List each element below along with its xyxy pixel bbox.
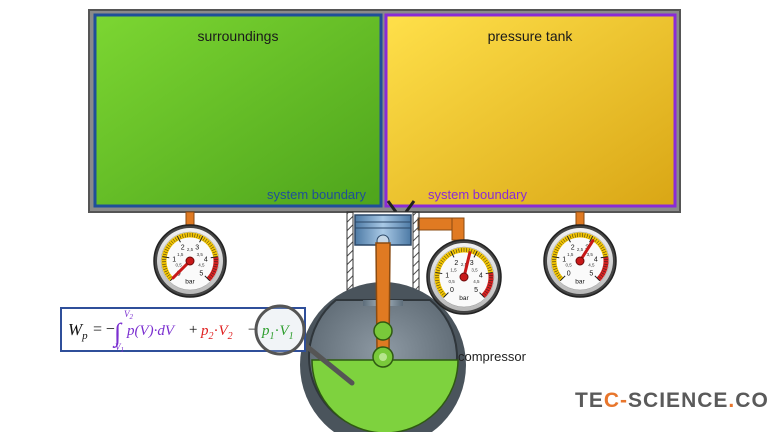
system-boundary-label-right: system boundary (428, 187, 527, 202)
gauge-subtick-label: 1,5 (177, 252, 184, 257)
gauge-subtick-label: 0,5 (565, 263, 572, 268)
surroundings-label: surroundings (198, 28, 279, 44)
formula-v2-sub: 2 (228, 331, 233, 342)
gauge-compressor: 0 12 34 5 0,5 1,5 2,53,5 4,5 bar (426, 239, 502, 315)
gauge-tick-label: 1 (445, 272, 449, 279)
formula-p2: p (200, 323, 209, 339)
formula-dot-3: · (275, 323, 280, 339)
formula-p1-sub: 1 (270, 331, 275, 342)
formula-minus-1: − (105, 321, 116, 338)
pressure-gauges: 0123450,51,52,53,54,5bar0123450,51,52,53… (153, 224, 617, 315)
formula-p1: p (261, 323, 270, 339)
connecting-rod (372, 242, 394, 368)
gauge-subtick-label: 2,5 (187, 247, 194, 252)
svg-text:Wp: Wp (68, 320, 88, 342)
svg-text:TEC-SCIENCE.COM: TEC-SCIENCE.COM (575, 389, 768, 412)
formula-v1: V (280, 323, 291, 339)
formula-w-sub: p (81, 330, 88, 342)
gauge-unit: bar (459, 295, 469, 302)
formula-w: W (68, 320, 84, 339)
pressure-tank-box (384, 13, 677, 208)
formula-v1-sub: 1 (289, 331, 294, 342)
gauge-unit: bar (575, 278, 585, 285)
gauge-stem-right (575, 211, 585, 227)
gauge-tick-label: 1 (172, 256, 176, 263)
work-formula: Wp =− ∫ V2 V1 p(V)·dV + p2·V2 − p1·V1 (60, 304, 306, 356)
gauge-subtick-label: 3,5 (197, 252, 204, 257)
formula-int-upper-sub: 2 (130, 313, 134, 321)
gauge-tick-label: 4 (204, 256, 208, 263)
gauge-tick-label: 5 (589, 270, 593, 277)
formula-int-upper: V (124, 309, 131, 319)
gauge-tick-label: 5 (474, 287, 478, 294)
svg-text:p1·V1: p1·V1 (261, 323, 294, 342)
gauge-tick-label: 1 (562, 256, 566, 263)
svg-text:=−: =− (92, 321, 116, 338)
formula-equals: = (92, 321, 103, 338)
gauge-unit: bar (185, 278, 195, 285)
surroundings-box (93, 13, 383, 208)
gauge-subtick-label: 3,5 (471, 267, 478, 272)
piston (354, 214, 412, 248)
gauge-tick-label: 4 (594, 256, 598, 263)
formula-dot-2: · (214, 323, 219, 339)
formula-v2: V (219, 323, 230, 339)
gauge-tick-label: 5 (199, 270, 203, 277)
gauge-subtick-label: 4,5 (198, 263, 205, 268)
pressure-tank-label: pressure tank (488, 28, 574, 44)
formula-int-lower-sub: 1 (121, 346, 125, 354)
site-logo: TEC-SCIENCE.COM (575, 389, 768, 412)
valves (386, 200, 416, 213)
gauge-tick-label: 2 (454, 260, 458, 267)
gauge-tick-label: 0 (450, 287, 454, 294)
gauge-subtick-label: 0,5 (175, 263, 182, 268)
magnifier-handle (302, 342, 355, 386)
compressor-label: compressor (458, 349, 527, 364)
discharge-pipe (417, 217, 465, 241)
gauge-subtick-label: 0,5 (449, 279, 456, 284)
gauge-subtick-label: 4,5 (588, 263, 595, 268)
gauge-subtick-label: 4,5 (473, 279, 480, 284)
svg-text:p2·V2: p2·V2 (200, 323, 233, 342)
formula-plus: + (188, 322, 198, 338)
gauge-subtick-label: 1,5 (567, 252, 574, 257)
gauge-subtick-label: 3,5 (587, 252, 594, 257)
gauge-tick-label: 3 (470, 260, 474, 267)
formula-minus-2: − (247, 322, 257, 338)
svg-text:V2: V2 (124, 309, 134, 321)
gauge-subtick-label: 1,5 (450, 267, 457, 272)
gauge-tick-label: 4 (479, 272, 483, 279)
gauge-tick-label: 2 (571, 245, 575, 252)
formula-int-lower: V (115, 342, 122, 352)
gauge-subtick-label: 2,5 (461, 262, 468, 267)
integral-sign: ∫ (112, 318, 123, 348)
system-boundary-label-left: system boundary (267, 187, 366, 202)
gauge-tick-label: 2 (181, 245, 185, 252)
magnifier-lens (254, 304, 306, 356)
gauge-stem-left (185, 211, 195, 227)
formula-p2-sub: 2 (209, 331, 214, 342)
svg-text:V1: V1 (115, 342, 124, 354)
gauge-subtick-label: 2,5 (577, 247, 584, 252)
gauge-tick-label: 3 (195, 245, 199, 252)
formula-integrand: p(V)·dV (126, 323, 176, 339)
gauge-tick-label: 0 (567, 270, 571, 277)
